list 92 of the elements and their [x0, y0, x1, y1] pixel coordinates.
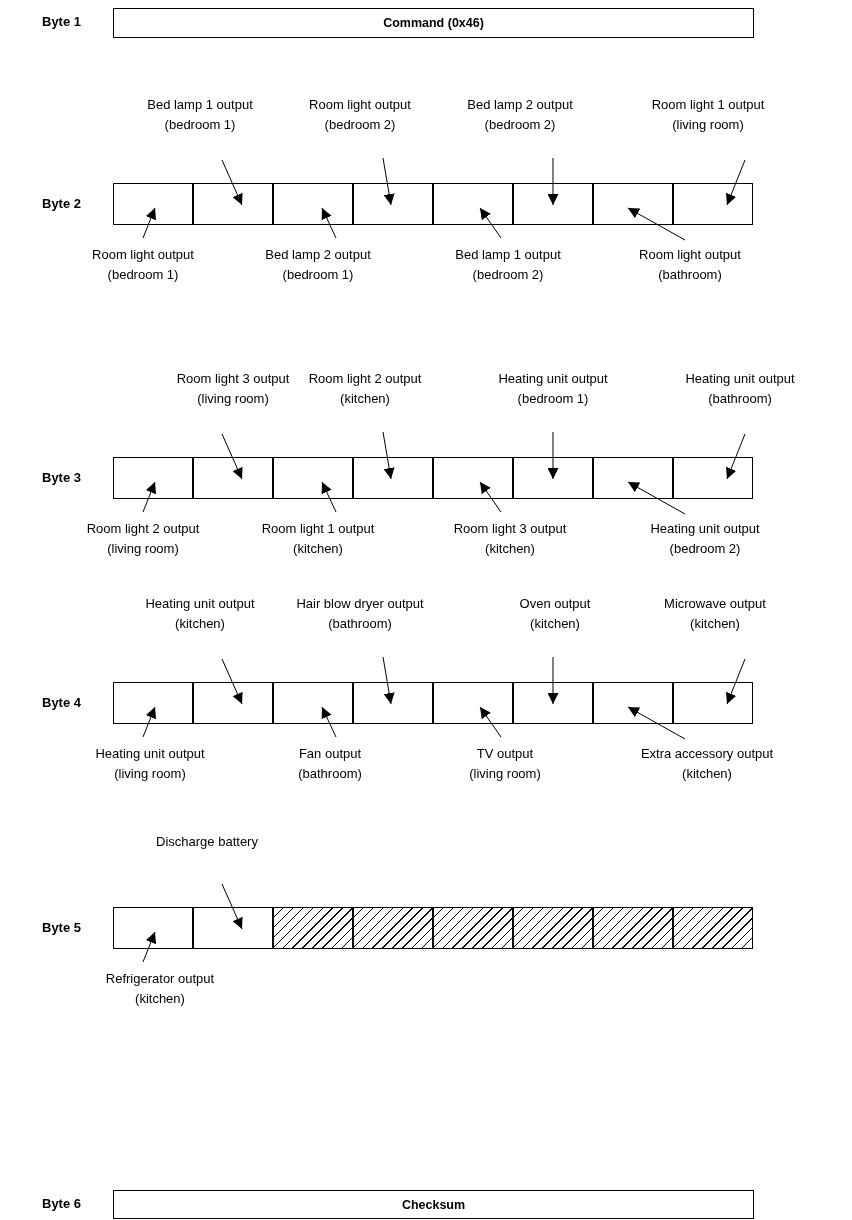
- bit-description: TV output (living room): [469, 744, 541, 784]
- bit-description: Heating unit output (bedroom 2): [650, 519, 760, 559]
- byte-label: Byte 1: [42, 14, 82, 30]
- arrow: [479, 481, 502, 513]
- bit-cell: [193, 682, 273, 724]
- bit-cell: [113, 907, 193, 949]
- bit-cell: [433, 457, 513, 499]
- bit-description: Refrigerator output (kitchen): [105, 969, 215, 1009]
- bit-cell: [113, 682, 193, 724]
- arrow: [547, 656, 559, 705]
- bit-description: Room light output (bedroom 1): [92, 245, 194, 285]
- bit-description: Heating unit output (living room): [95, 744, 205, 784]
- bit-cell: [113, 183, 193, 225]
- byte-label: Byte 6: [42, 1196, 82, 1212]
- byte-field: Command (0x46): [113, 8, 754, 38]
- arrow: [479, 706, 502, 738]
- reserved-bit-cell: [593, 907, 673, 949]
- arrow: [479, 207, 502, 239]
- bit-cell: [353, 457, 433, 499]
- bit-description: Heating unit output (kitchen): [145, 594, 255, 634]
- arrow: [142, 706, 156, 738]
- bit-description: Room light output (bedroom 2): [309, 95, 411, 135]
- bit-cell: [673, 183, 753, 225]
- bit-cell: [433, 183, 513, 225]
- arrow: [382, 656, 395, 705]
- bit-description: Heating unit output (bedroom 1): [498, 369, 608, 409]
- bit-description: Room light 3 output (living room): [176, 369, 290, 409]
- bit-description: Bed lamp 2 output (bedroom 1): [265, 245, 371, 285]
- bit-cell: [273, 682, 353, 724]
- arrow: [627, 207, 686, 241]
- arrow: [142, 931, 156, 963]
- bit-description: Oven output (kitchen): [519, 594, 591, 634]
- bit-cell: [593, 457, 673, 499]
- byte-field: Checksum: [113, 1190, 754, 1219]
- byte-label: Byte 2: [42, 196, 82, 212]
- arrow: [321, 207, 337, 239]
- arrow: [221, 883, 243, 930]
- bit-cell: [113, 457, 193, 499]
- bit-cell: [593, 183, 673, 225]
- reserved-bit-cell: [353, 907, 433, 949]
- reserved-bit-cell: [433, 907, 513, 949]
- byte-label: Byte 4: [42, 695, 82, 711]
- arrow: [321, 481, 337, 513]
- bit-description: Hair blow dryer output (bathroom): [296, 594, 424, 634]
- arrow: [382, 157, 395, 206]
- reserved-bit-cell: [673, 907, 753, 949]
- reserved-bit-cell: [513, 907, 593, 949]
- bit-cell: [193, 183, 273, 225]
- bit-description: Heating unit output (bathroom): [685, 369, 795, 409]
- arrow: [627, 481, 686, 515]
- bit-cell: [353, 682, 433, 724]
- bit-description: Discharge battery: [156, 832, 258, 852]
- bit-description: Room light 2 output (kitchen): [308, 369, 422, 409]
- arrow: [221, 159, 243, 206]
- byte-label: Byte 3: [42, 470, 82, 486]
- arrow: [547, 431, 559, 480]
- bit-description: Fan output (bathroom): [298, 744, 362, 784]
- bit-description: Room light 1 output (kitchen): [261, 519, 375, 559]
- bit-description: Bed lamp 1 output (bedroom 2): [455, 245, 561, 285]
- bit-cell: [193, 907, 273, 949]
- bit-cell: [433, 682, 513, 724]
- bit-description: Room light 1 output (living room): [651, 95, 765, 135]
- arrow: [142, 481, 156, 513]
- bit-description: Room light output (bathroom): [639, 245, 741, 285]
- bit-cell: [273, 183, 353, 225]
- bit-cell: [273, 457, 353, 499]
- bit-description: Bed lamp 1 output (bedroom 1): [147, 95, 253, 135]
- bit-cell: [513, 457, 593, 499]
- bit-cell: [673, 682, 753, 724]
- bit-description: Room light 3 output (kitchen): [453, 519, 567, 559]
- arrow: [726, 658, 746, 705]
- arrow: [321, 706, 337, 738]
- arrow: [382, 431, 395, 480]
- arrow: [726, 159, 746, 206]
- bit-description: Extra accessory output (kitchen): [640, 744, 774, 784]
- bit-cell: [513, 183, 593, 225]
- arrow: [221, 658, 243, 705]
- arrow: [726, 433, 746, 480]
- arrow: [221, 433, 243, 480]
- bit-cell: [513, 682, 593, 724]
- bit-description: Microwave output (kitchen): [664, 594, 766, 634]
- bit-cell: [593, 682, 673, 724]
- arrow: [142, 207, 156, 239]
- bit-description: Room light 2 output (living room): [86, 519, 200, 559]
- bit-cell: [673, 457, 753, 499]
- bit-description: Bed lamp 2 output (bedroom 2): [467, 95, 573, 135]
- byte-label: Byte 5: [42, 920, 82, 936]
- arrow: [627, 706, 686, 740]
- bit-cell: [353, 183, 433, 225]
- arrow: [547, 157, 559, 206]
- bit-cell: [193, 457, 273, 499]
- reserved-bit-cell: [273, 907, 353, 949]
